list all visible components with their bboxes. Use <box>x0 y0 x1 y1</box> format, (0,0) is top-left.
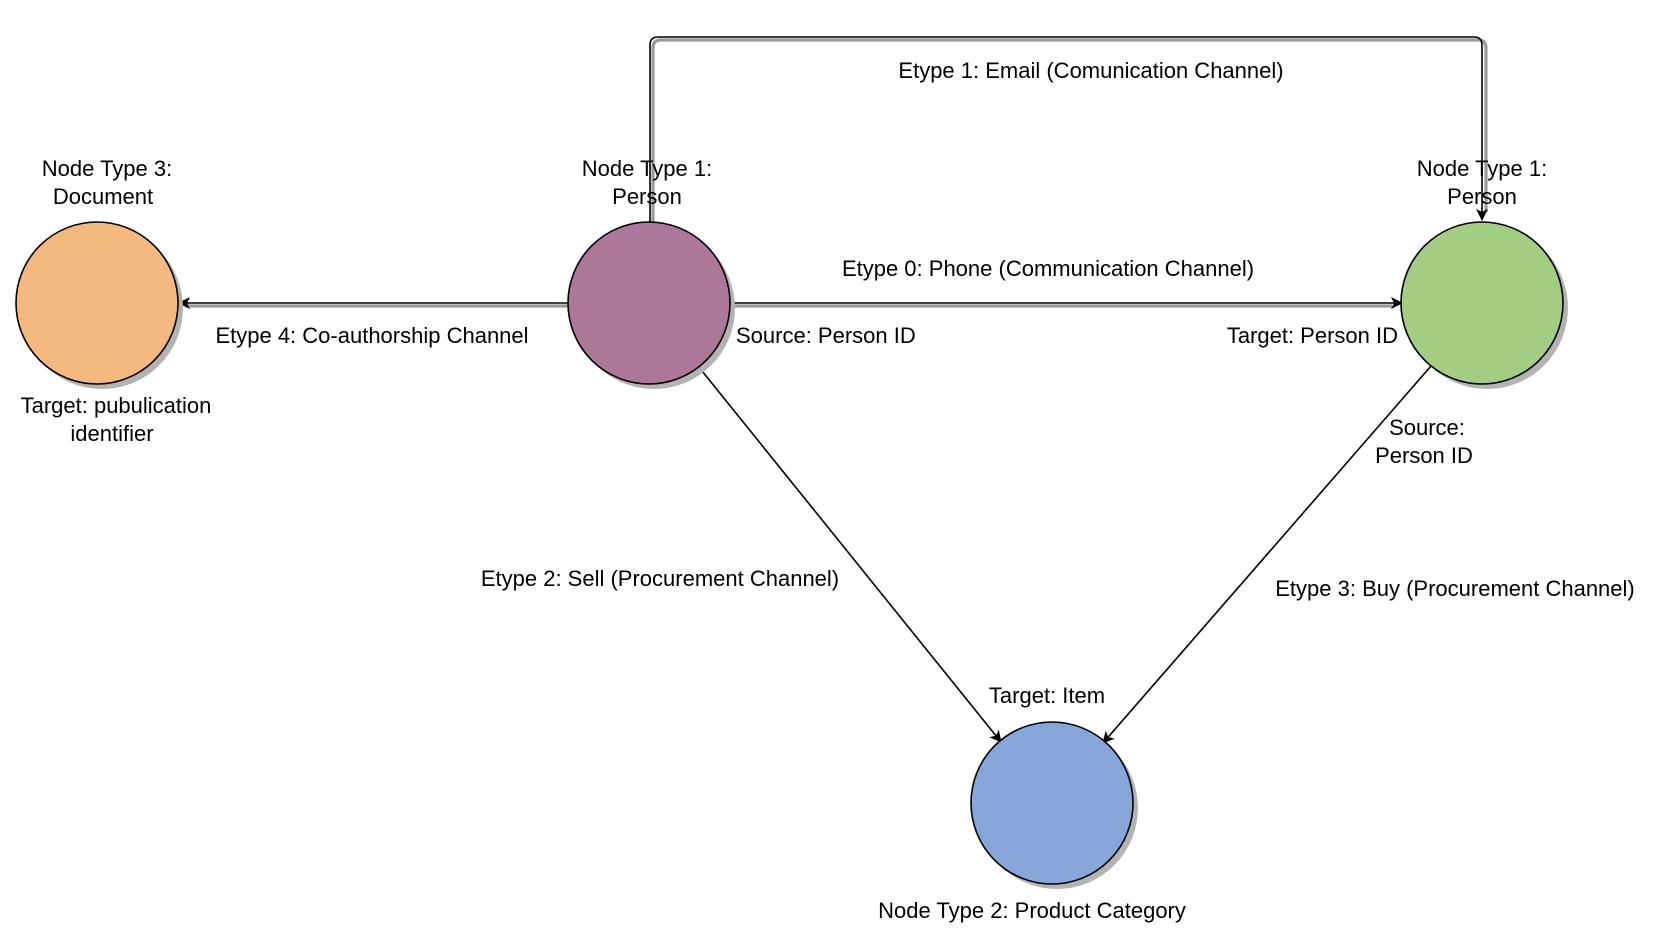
product-category-target-label: Target: Item <box>989 683 1105 708</box>
node-document-circle[interactable] <box>15 221 179 385</box>
node-product-category[interactable] <box>970 721 1138 889</box>
person-source-type-label-line2: Person <box>612 184 682 209</box>
person-target-id-label: Target: Person ID <box>1227 323 1398 348</box>
edge-coauthorship-label: Etype 4: Co-authorship Channel <box>215 323 528 348</box>
node-person-target[interactable] <box>1400 221 1568 389</box>
edge-email <box>649 36 1488 226</box>
edge-phone <box>730 297 1403 309</box>
person-target-type-label-line2: Person <box>1447 184 1517 209</box>
document-target-label-line2: identifier <box>70 421 153 446</box>
edge-coauthorship <box>178 297 570 309</box>
person-target-source-label-line2: Person ID <box>1375 443 1473 468</box>
person-source-type-label-line1: Node Type 1: <box>582 156 712 181</box>
edge-sell-label: Etype 2: Sell (Procurement Channel) <box>481 566 839 591</box>
document-target-label-line1: Target: pubulication <box>21 393 212 418</box>
node-person-source[interactable] <box>567 221 735 389</box>
node-document[interactable] <box>15 221 183 389</box>
person-target-type-label-line1: Node Type 1: <box>1417 156 1547 181</box>
edge-email-label: Etype 1: Email (Comunication Channel) <box>898 58 1283 83</box>
node-person-target-circle[interactable] <box>1400 221 1564 385</box>
person-target-source-label-line1: Source: <box>1389 415 1465 440</box>
edge-phone-label: Etype 0: Phone (Communication Channel) <box>842 256 1254 281</box>
document-type-label-line2: Document <box>53 184 153 209</box>
edge-buy-label: Etype 3: Buy (Procurement Channel) <box>1275 576 1635 601</box>
node-product-category-circle[interactable] <box>970 721 1134 885</box>
edge-buy <box>1102 365 1432 744</box>
person-source-id-label: Source: Person ID <box>736 323 916 348</box>
node-person-source-circle[interactable] <box>567 221 731 385</box>
document-type-label-line1: Node Type 3: <box>42 156 172 181</box>
edge-sell <box>697 365 1002 743</box>
product-category-type-label: Node Type 2: Product Category <box>878 898 1186 923</box>
